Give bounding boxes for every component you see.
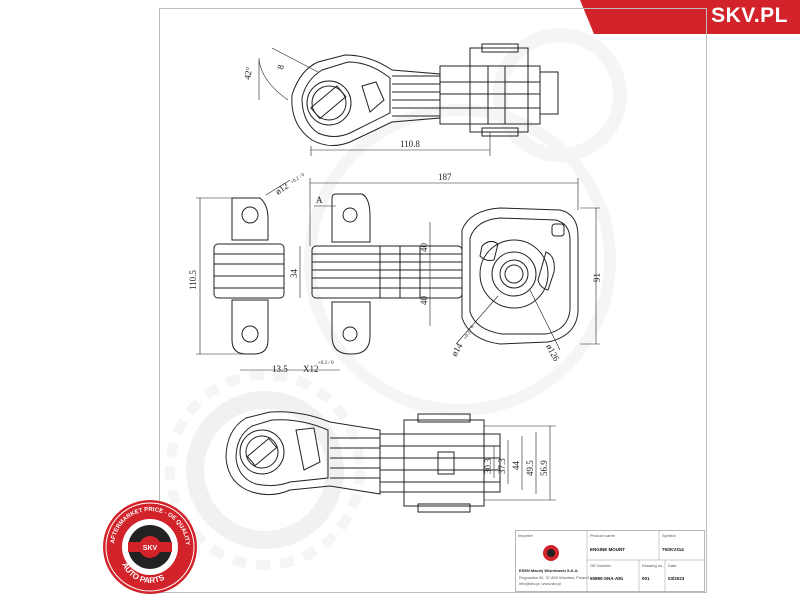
dim-side-1: 30.3 <box>483 458 493 474</box>
dim-upper-40: 40 <box>419 243 429 253</box>
watermark-gears <box>165 28 627 570</box>
drawing-no: 001 <box>642 576 650 581</box>
symbol-label: Symbol <box>662 533 676 538</box>
dim-height-left: 110.5 <box>188 270 198 290</box>
seal-graphic: AFTERMARKET PRICE · OE QUALITY SKV AUTO … <box>103 500 197 594</box>
brand-logo[interactable]: SKV.PL <box>711 4 788 27</box>
dim-angle: 42° <box>242 66 254 81</box>
top-view <box>258 43 559 156</box>
dim-hole-tol: +0.2 / 0 <box>290 172 306 185</box>
date-label: Date <box>668 563 677 568</box>
drawing-frame <box>159 8 707 593</box>
drawing-no-label: Drawing no. <box>642 563 664 568</box>
dim-bore-r: ø126 <box>544 342 562 363</box>
product-name-label: Product name <box>590 533 615 538</box>
company-name: ESEN Maciej Wiśniewski S.K.A. <box>519 568 579 573</box>
dim-bottom-tol: +0.2 / 0 <box>318 361 334 366</box>
dim-top-length: 110.8 <box>400 139 420 149</box>
company-address: Rogowska 40, 37-800 Wrocław, Poland <box>519 575 589 580</box>
dim-side-3: 44 <box>511 461 521 471</box>
dim-lower-40: 40 <box>419 296 429 306</box>
dim-inner: 34 <box>289 269 299 279</box>
dim-right: 91 <box>592 273 602 282</box>
drawing-date: 03/2023 <box>668 576 685 581</box>
dim-side-2: 37.3 <box>497 458 507 474</box>
company-contact[interactable]: info@skv.pl, www.skv.pl <box>519 581 562 586</box>
dim-bore-tol: +0.2 / 0 <box>463 325 475 341</box>
skv-quality-seal: AFTERMARKET PRICE · OE QUALITY SKV AUTO … <box>100 497 200 597</box>
dim-bottom-b: X12 <box>303 364 319 374</box>
datum-label: A <box>316 195 323 205</box>
front-view <box>196 178 600 371</box>
dim-bore: ø14 <box>449 341 465 358</box>
importer-label: Importer <box>518 533 533 538</box>
product-name: ENGINE MOUNT <box>590 547 626 552</box>
side-view <box>225 411 556 513</box>
oe-number: 50890-SNA-A81 <box>590 576 624 581</box>
title-block-grid <box>515 530 705 592</box>
dim-bottom-a: 13.5 <box>272 364 288 374</box>
dim-side-5: 56.9 <box>539 460 549 476</box>
dim-top-small: 8 <box>275 63 286 70</box>
oe-label: OE Number <box>590 563 612 568</box>
title-block: Importer Product name Symbol ENGINE MOUN… <box>515 530 705 592</box>
seal-center-text: SKV <box>143 545 158 552</box>
dim-overall-length: 187 <box>438 172 452 182</box>
dim-hole: ø12 <box>273 181 290 197</box>
dim-side-4: 49.5 <box>525 460 535 476</box>
symbol-value: 75SKV314 <box>662 547 684 552</box>
